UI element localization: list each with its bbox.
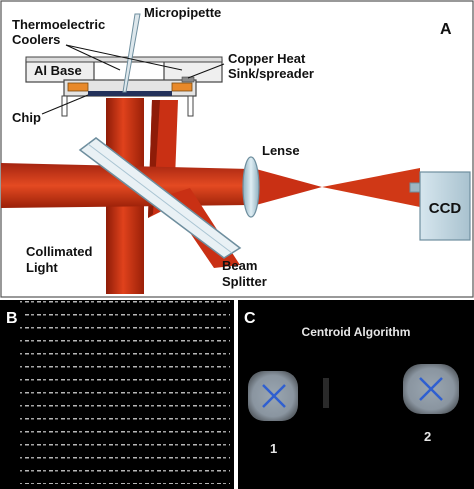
faint-artifact: [323, 378, 329, 408]
beam-splitter-label-2: Splitter: [222, 274, 267, 289]
panel-a-letter: A: [440, 21, 452, 38]
copper-label-1: Copper Heat: [228, 51, 306, 66]
panel-c-title: Centroid Algorithm: [302, 325, 411, 339]
spot-label-1: 1: [270, 441, 277, 456]
micropipette-label: Micropipette: [144, 5, 221, 20]
copper-sink-small: [181, 76, 195, 83]
thermoelectric-label-1: Thermoelectric: [12, 17, 105, 32]
cooler-left-icon: [67, 82, 89, 92]
pointer-thermo-2: [65, 44, 183, 71]
thermoelectric-label-2: Coolers: [12, 32, 60, 47]
stand-left: [61, 95, 68, 117]
pointer-chip: [41, 94, 89, 115]
converging-beam: [250, 169, 322, 205]
chip-label: Chip: [12, 110, 41, 125]
micropipette-icon: [122, 13, 141, 93]
lens-icon: [242, 156, 260, 218]
chip-assembly: [25, 56, 223, 117]
panel-b-letter-bg: [2, 305, 24, 325]
pointer-copper: [187, 63, 225, 79]
spot-label-2: 2: [424, 429, 431, 444]
beam-splitter-label-1: Beam: [222, 258, 257, 273]
pointer-thermo-1: [65, 44, 121, 71]
panel-a: CCD Micropipette Thermoelectric Coolers …: [0, 0, 474, 298]
collimated-label-1: Collimated: [26, 244, 93, 259]
cooler-right-icon: [171, 82, 193, 92]
ccd-label: CCD: [429, 200, 462, 217]
panel-b: B: [0, 300, 234, 489]
centroid-x-1b: [262, 384, 286, 408]
centroid-x-2b: [419, 377, 443, 401]
panel-c: C Centroid Algorithm 1 2: [238, 300, 474, 489]
panel-c-letter: C: [244, 310, 256, 327]
panel-b-dot-array: [20, 300, 230, 484]
ccd-camera: [419, 171, 471, 241]
copper-label-2: Sink/spreader: [228, 66, 314, 81]
chip-icon: [88, 91, 172, 96]
diverging-beam: [322, 168, 420, 207]
stand-right: [187, 95, 194, 117]
collimated-label-2: Light: [26, 260, 58, 275]
al-base-label: Al Base: [34, 63, 82, 78]
beam-splitter-edge: [87, 143, 233, 254]
lense-label: Lense: [262, 143, 300, 158]
panel-b-letter: B: [6, 310, 18, 327]
